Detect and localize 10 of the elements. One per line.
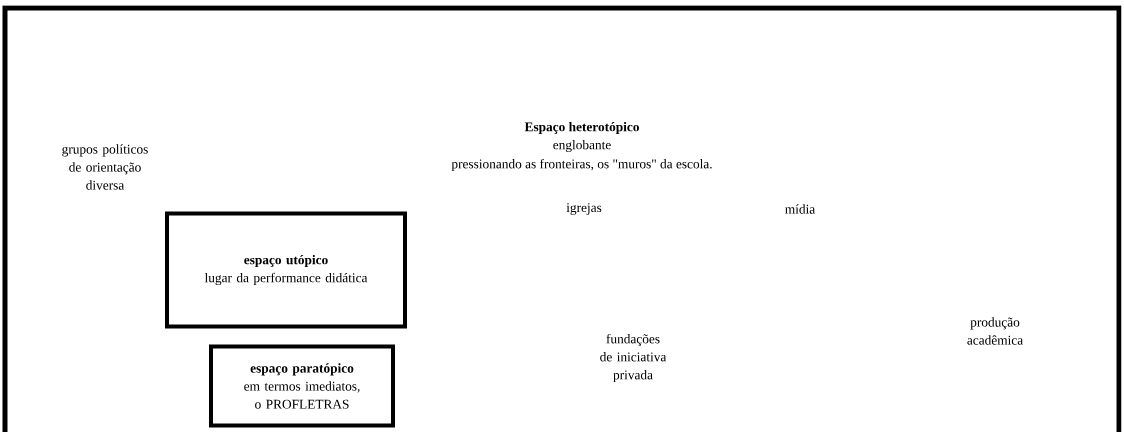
text-box: espaço paratópico em termos imediatos, o PROFLETRAS (209, 344, 395, 428)
label-text: grupos políticos de orientação diversa (62, 144, 148, 190)
description-text: pressionando as fronteiras, os "muros" da escola. (451, 158, 712, 172)
label-text: mídia (785, 204, 815, 214)
label-text: igrejas (566, 203, 602, 215)
subtitle-text: englobante (553, 139, 611, 153)
heading: Espaço heterotópico (524, 121, 639, 135)
label-text: fundações de iniciativa privada (600, 333, 667, 383)
text-box: espaço utópico lugar da performance didática (165, 211, 407, 329)
label-text: produção acadêmica (967, 317, 1023, 345)
